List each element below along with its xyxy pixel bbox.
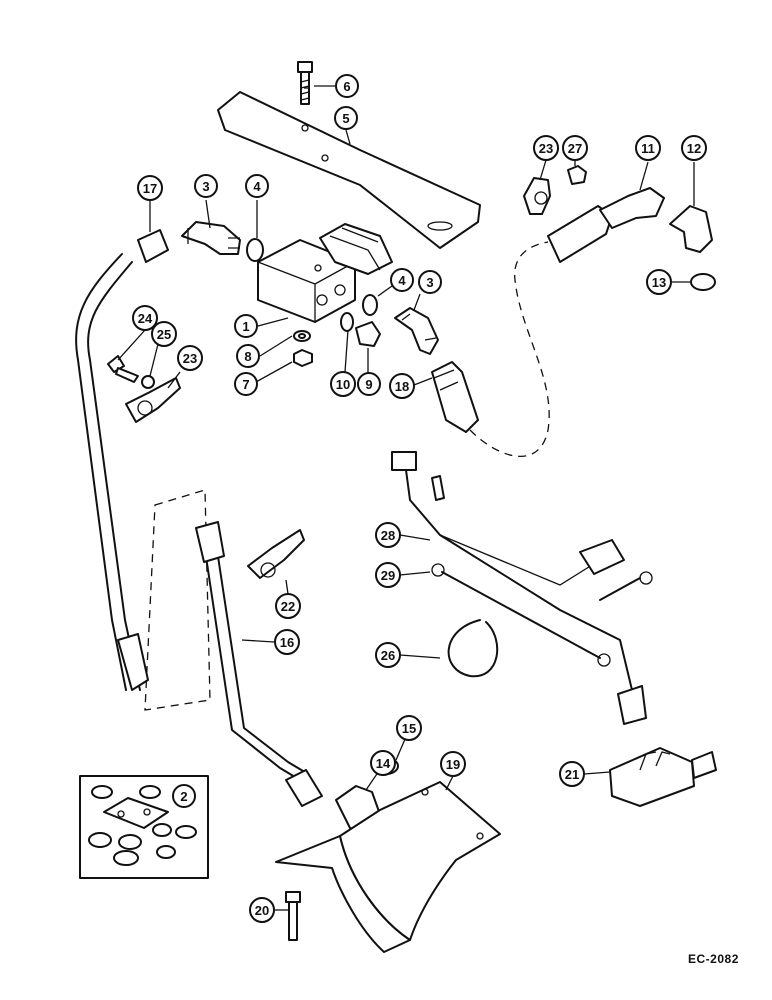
callout-label: 12: [687, 141, 701, 156]
rigid-pipe-drawing: [144, 489, 323, 807]
callout-label: 8: [244, 349, 251, 364]
callout-label: 20: [255, 903, 269, 918]
callout-20: 20: [249, 897, 275, 923]
callout-14: 14: [370, 750, 396, 776]
callout-5: 5: [334, 106, 358, 130]
callout-29: 29: [375, 562, 401, 588]
callout-label: 17: [143, 181, 157, 196]
callout-label: 23: [539, 141, 553, 156]
callout-label: 27: [568, 141, 582, 156]
callout-25: 25: [151, 321, 177, 347]
callout-label: 22: [281, 599, 295, 614]
callout-4-left: 4: [245, 174, 269, 198]
callout-21: 21: [559, 761, 585, 787]
callout-label: 14: [376, 756, 391, 771]
callout-label: 1: [242, 319, 249, 334]
hose-end-drawing: [431, 241, 550, 457]
callout-6: 6: [335, 74, 359, 98]
bolt-drawing: [297, 61, 313, 105]
callout-3-right: 3: [418, 270, 442, 294]
callout-22: 22: [275, 593, 301, 619]
elbow-fitting-left-drawing: [181, 221, 241, 255]
callout-label: 4: [398, 273, 406, 288]
callout-12: 12: [681, 135, 707, 161]
callout-26: 26: [375, 642, 401, 668]
callout-19: 19: [440, 751, 466, 777]
callout-label: 28: [381, 528, 395, 543]
reference-code: EC-2082: [688, 952, 739, 966]
callout-8: 8: [236, 344, 260, 368]
callout-2: 2: [172, 784, 196, 808]
callout-label: 16: [280, 635, 294, 650]
callout-label: 19: [446, 757, 460, 772]
callout-label: 11: [641, 141, 655, 156]
valve-block-drawing: [257, 223, 393, 323]
strap-bracket-drawing: [275, 781, 501, 953]
callout-label: 21: [565, 767, 579, 782]
callout-label: 29: [381, 568, 395, 583]
callout-label: 6: [343, 79, 350, 94]
hydraulic-hose-drawing: [75, 229, 169, 691]
callout-4-right: 4: [390, 268, 414, 292]
callout-23-right: 23: [533, 135, 559, 161]
callout-label: 4: [253, 179, 261, 194]
callout-3-left: 3: [194, 174, 218, 198]
callout-label: 24: [138, 311, 153, 326]
callout-label: 10: [336, 377, 350, 392]
callout-label: 25: [157, 327, 171, 342]
callout-label: 2: [180, 789, 187, 804]
callout-label: 7: [242, 377, 249, 392]
o-rings-drawing: [246, 238, 378, 332]
upper-right-fittings-drawing: [523, 165, 716, 291]
plug-and-washers-drawing: [293, 321, 381, 367]
callout-1: 1: [234, 314, 258, 338]
callout-16: 16: [274, 629, 300, 655]
callout-24: 24: [132, 305, 158, 331]
callout-7: 7: [234, 372, 258, 396]
callout-label: 9: [365, 377, 372, 392]
callout-label: 26: [381, 648, 395, 663]
callout-28: 28: [375, 522, 401, 548]
mounting-bracket-drawing: [217, 91, 481, 249]
leader-lines: [117, 85, 695, 911]
callout-17: 17: [137, 175, 163, 201]
callout-label: 13: [652, 275, 666, 290]
callout-23-left: 23: [177, 345, 203, 371]
callout-label: 5: [342, 111, 349, 126]
callout-label: 3: [426, 275, 433, 290]
seal-kit-drawing: [79, 775, 209, 879]
callout-27: 27: [562, 135, 588, 161]
callout-label: 18: [395, 379, 409, 394]
left-clip-drawing: [107, 355, 181, 423]
callout-label: 23: [183, 351, 197, 366]
callout-9: 9: [357, 372, 381, 396]
elbow-fitting-right-drawing: [394, 307, 439, 355]
callout-label: 15: [402, 721, 416, 736]
middle-clip-drawing: [247, 529, 305, 579]
callout-15: 15: [396, 715, 422, 741]
callout-13: 13: [646, 269, 672, 295]
callout-18: 18: [389, 373, 415, 399]
wiring-harness-drawing: [391, 451, 717, 807]
callout-11: 11: [635, 135, 661, 161]
callout-10: 10: [330, 371, 356, 397]
callout-label: 3: [202, 179, 209, 194]
